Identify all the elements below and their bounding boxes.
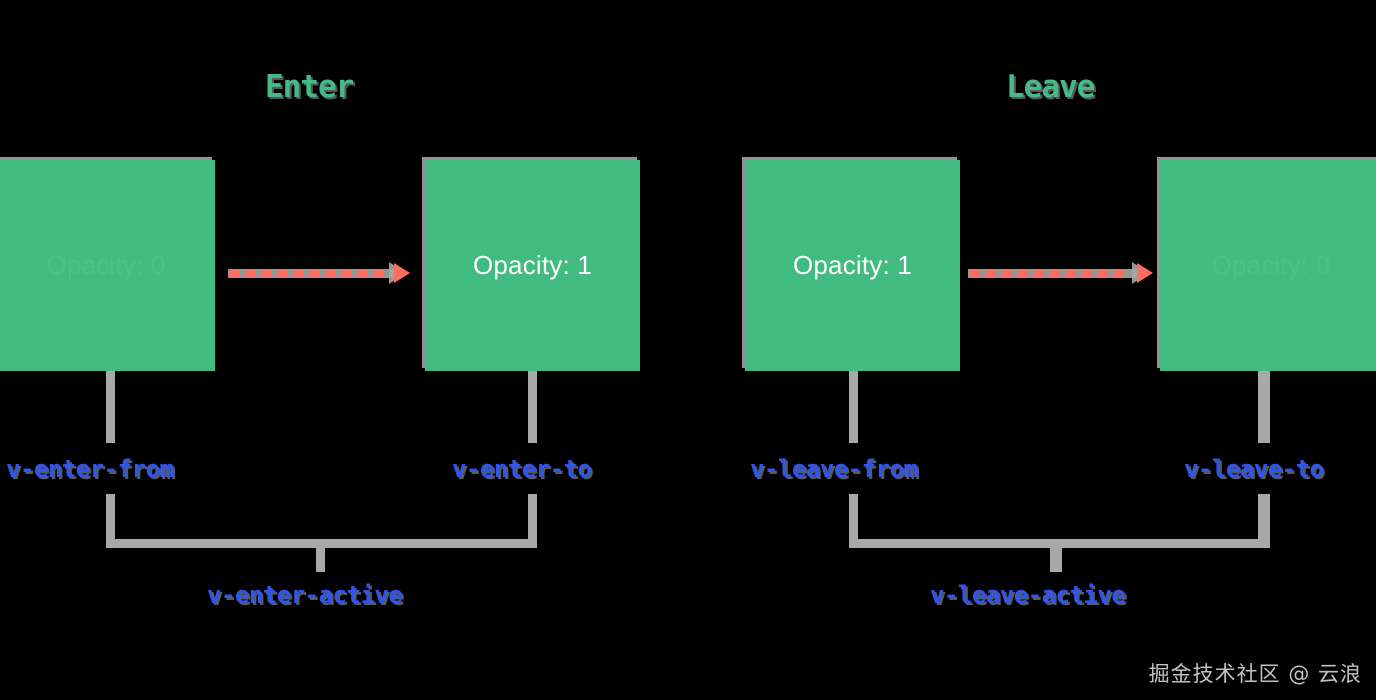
enter-to-stem: [528, 371, 537, 443]
arrow-head-icon: [394, 263, 410, 283]
label-v-leave-active: v-leave-active: [930, 581, 1126, 609]
leave-from-box-label: Opacity: 1: [792, 250, 913, 280]
section-title-leave: Leave: [1006, 69, 1095, 105]
leave-bracket-right-arm: [1258, 494, 1270, 540]
leave-to-box-label: Opacity: 0: [1211, 250, 1331, 280]
enter-active-stem: [316, 548, 325, 572]
label-v-enter-from: v-enter-from: [6, 455, 174, 483]
leave-from-stem: [849, 371, 858, 443]
leave-active-stem: [1050, 548, 1062, 572]
leave-to-stem: [1258, 371, 1270, 443]
enter-bracket-bottom-bar: [106, 539, 537, 548]
section-title-enter: Enter: [265, 69, 354, 105]
leave-transition-arrow: [968, 260, 1153, 286]
label-v-enter-to: v-enter-to: [452, 455, 592, 483]
enter-from-stem: [106, 371, 115, 443]
enter-from-box-label: Opacity: 0: [46, 250, 166, 280]
leave-bracket-left-arm: [849, 494, 858, 540]
enter-to-box[interactable]: Opacity: 1: [425, 160, 640, 371]
label-v-leave-from: v-leave-from: [750, 455, 918, 483]
enter-to-box-label: Opacity: 1: [472, 250, 593, 280]
leave-bracket-bottom-bar: [849, 539, 1270, 548]
enter-bracket-right-arm: [528, 494, 537, 540]
enter-bracket-left-arm: [106, 494, 115, 540]
arrow-dashed-line: [230, 269, 386, 277]
enter-from-box[interactable]: Opacity: 0: [0, 160, 215, 371]
arrow-dashed-line: [970, 269, 1129, 277]
label-v-leave-to: v-leave-to: [1184, 455, 1324, 483]
label-v-enter-active: v-enter-active: [207, 581, 403, 609]
leave-to-box[interactable]: Opacity: 0: [1160, 160, 1376, 371]
leave-from-box[interactable]: Opacity: 1: [745, 160, 960, 371]
enter-transition-arrow: [228, 260, 410, 286]
arrow-head-icon: [1137, 263, 1153, 283]
watermark: 掘金技术社区 @ 云浪: [1148, 662, 1362, 686]
